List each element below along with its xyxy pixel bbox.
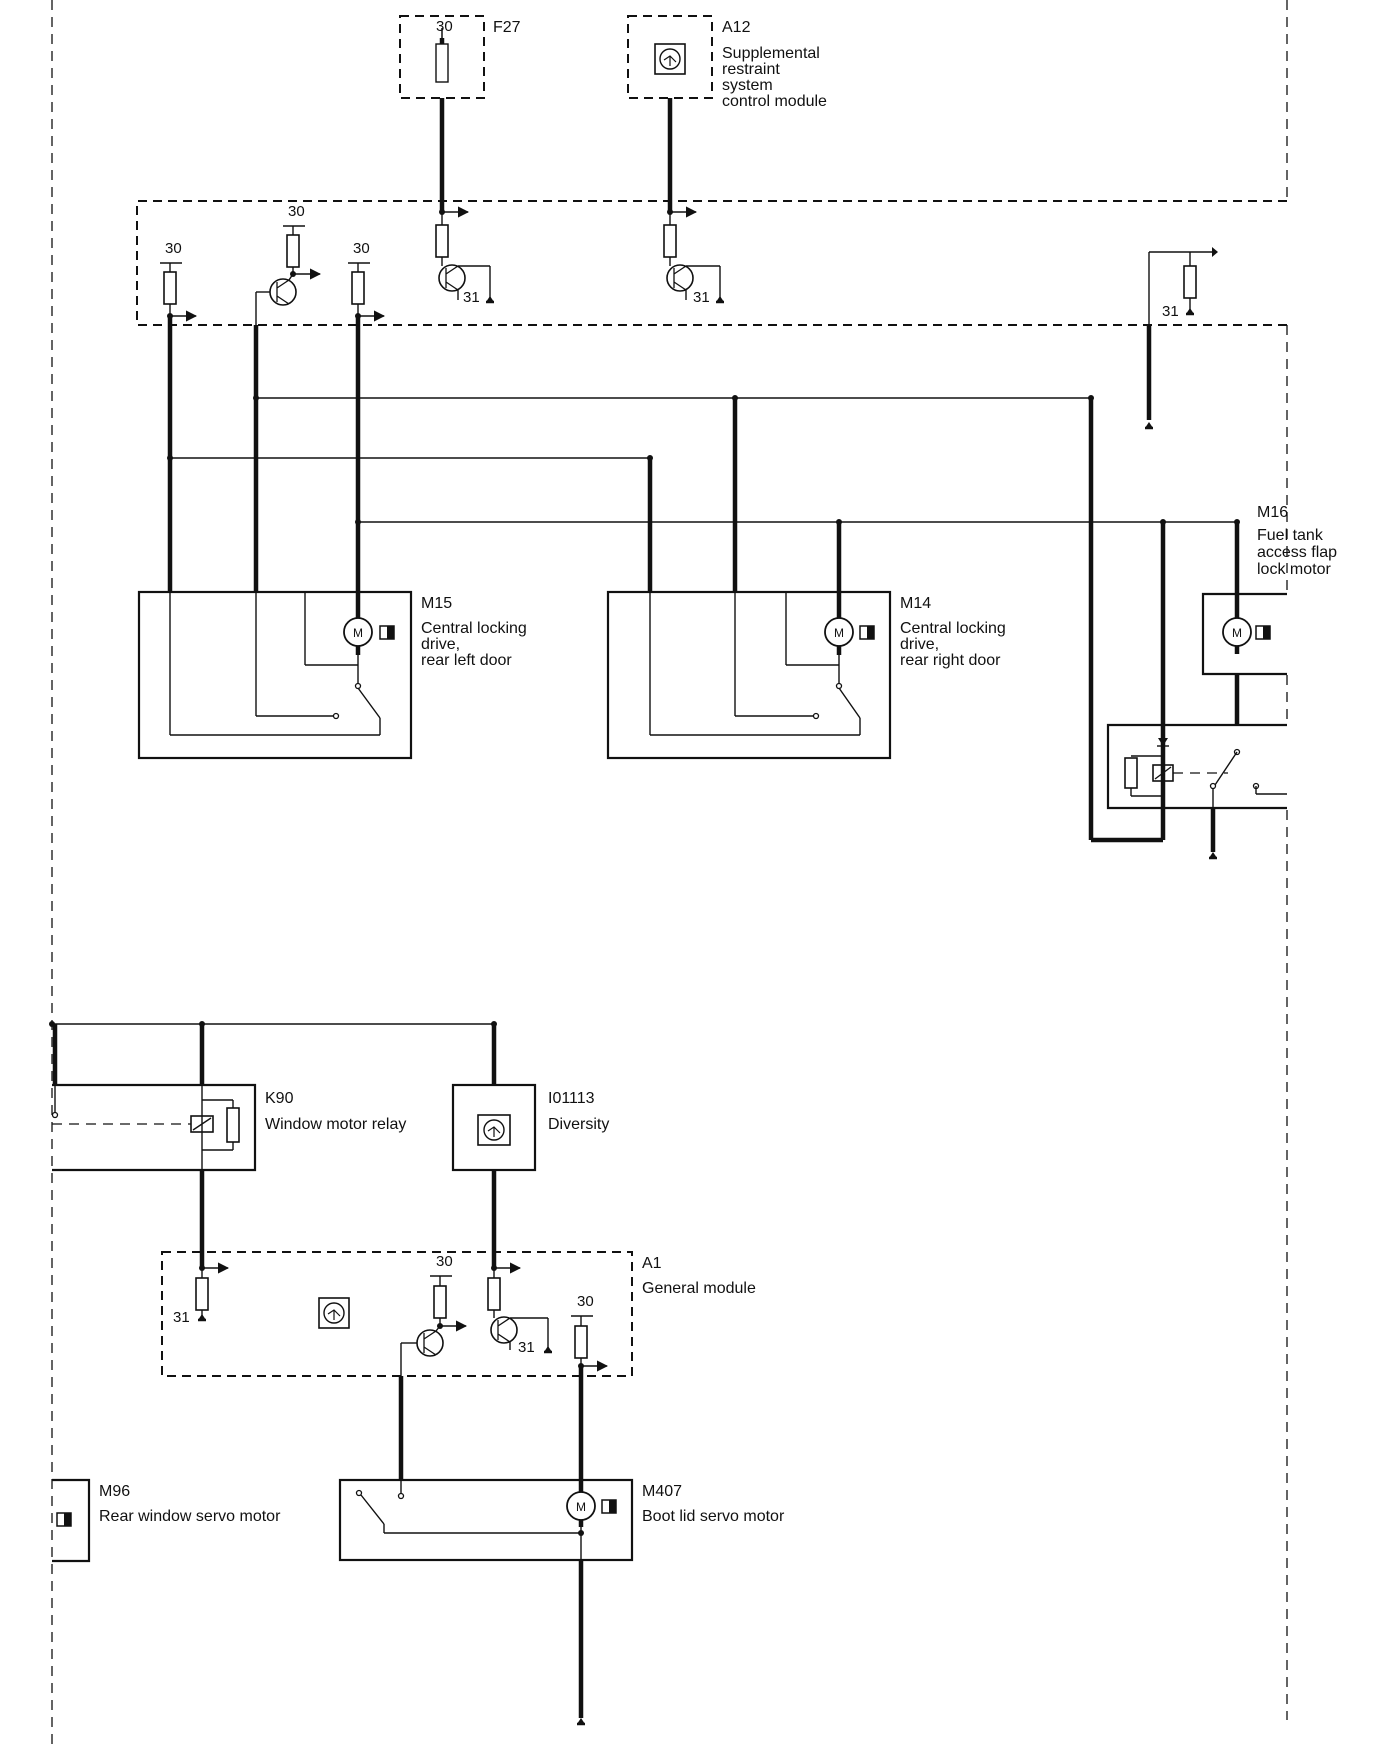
m407-name: Boot lid servo motor [642,1508,785,1525]
motor-m407: M M407 Boot lid servo motor [338,1478,785,1726]
m407-feed-wires [398,1366,584,1480]
m14-line2: drive, [900,636,939,653]
relay-k90: K90 Window motor relay [51,1083,406,1172]
m15-motor-symbol: M [353,626,363,640]
m14-line1: Central locking [900,620,1006,637]
right-res-pin30: 30 [353,240,370,257]
fuse-f27: 30 F27 [399,15,521,99]
frame-lines [51,0,1288,1748]
motor-m16: M16 Fuel tank access flap lock motor M [1201,504,1337,725]
f27-pin: 30 [436,18,453,35]
m14-line3: rear right door [900,652,1001,669]
m15-line3: rear left door [421,652,512,669]
f27-unit-pin31: 31 [463,289,480,306]
k90-name: Window motor relay [265,1116,406,1133]
a1-right-pin30: 30 [577,1293,594,1310]
a1-right-pin31: 31 [518,1339,535,1356]
m16-line2: access flap [1257,544,1337,561]
feed-wires [439,98,698,218]
i01113-name: Diversity [548,1116,609,1133]
upper-unit-transistors: 31 31 30 30 30 [160,203,726,325]
m16-line3: lock motor [1257,561,1331,578]
m96-id: M96 [99,1483,130,1500]
m16-motor-symbol: M [1232,626,1242,640]
m15-id: M15 [421,595,452,612]
f27-label: F27 [493,19,521,36]
module-a12: A12 Supplemental restraint system contro… [627,15,827,110]
upper-control-unit [136,200,1287,326]
a12-line2: restraint [722,61,780,78]
a1-id: A1 [642,1255,662,1272]
m407-id: M407 [642,1483,682,1500]
right-unit-pin31: 31 [1162,303,1179,320]
mid-trans-pin30: 30 [288,203,305,220]
left-res-pin30: 30 [165,240,182,257]
a12-line4: control module [722,93,827,110]
m407-motor-symbol: M [576,1500,586,1514]
i01113-id: I01113 [548,1090,595,1107]
m15-line2: drive, [421,636,460,653]
a1-mid-pin30: 30 [436,1253,453,1270]
harness-wires [167,316,1240,843]
motor-m96: M96 Rear window servo motor [52,1478,281,1563]
a1-left-pin31: 31 [173,1309,190,1326]
lower-harness [49,1021,497,1085]
a12-unit-pin31: 31 [693,289,710,306]
m14-id: M14 [900,595,931,612]
m16-relay [1106,723,1287,860]
a12-id: A12 [722,19,751,36]
motor-m14: M M14 Central locking drive, rear right … [606,590,1006,760]
right-ground-resistor: 31 [1143,247,1218,430]
a12-line3: system [722,77,773,94]
m16-line1: Fuel tank [1257,527,1324,544]
a12-line1: Supplemental [722,45,820,62]
m14-motor-symbol: M [834,626,844,640]
motor-m15: M M15 Central locking drive, rear left d… [137,590,527,760]
m15-line1: Central locking [421,620,527,637]
a1-name: General module [642,1280,756,1297]
module-i01113: I01113 Diversity [451,1083,609,1172]
m16-id: M16 [1257,504,1288,521]
module-a1: A1 General module 31 30 [161,1251,756,1377]
m96-name: Rear window servo motor [99,1508,281,1525]
k90-id: K90 [265,1090,294,1107]
